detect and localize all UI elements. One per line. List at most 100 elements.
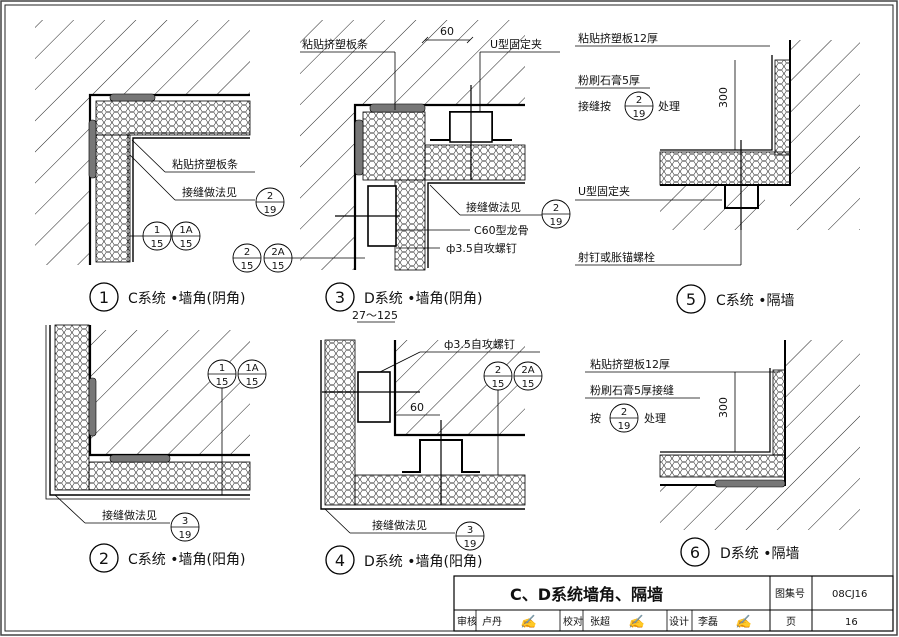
svg-text:2A: 2A <box>521 365 534 376</box>
label-joint-b: 处理 <box>644 412 666 425</box>
label-u-clip: U型固定夹 <box>578 184 630 198</box>
svg-text:19: 19 <box>550 217 563 228</box>
insulation-strip <box>109 454 171 463</box>
insulation-board <box>95 134 131 263</box>
leader-line <box>379 351 421 373</box>
sheet-inner-border <box>4 4 894 632</box>
svg-text:C系统 •墙角(阴角): C系统 •墙角(阴角) <box>128 291 245 307</box>
caption-2: 2 C系统 •墙角(阳角) <box>89 543 245 573</box>
svg-text:15: 15 <box>272 261 285 272</box>
wall-face <box>393 340 525 437</box>
checker-name: 张超 <box>590 615 610 628</box>
label-joint-method: 接缝做法见 <box>372 518 427 532</box>
plaster-layer <box>320 340 525 510</box>
svg-text:2: 2 <box>99 549 109 568</box>
svg-text:2: 2 <box>244 247 250 258</box>
ref-circle-1-15: 115 <box>207 359 237 389</box>
insulation-board <box>659 454 786 478</box>
insulation-strip <box>354 119 364 176</box>
dimension-27-125: 27～125 <box>352 309 398 322</box>
page-number: 16 <box>845 617 858 628</box>
svg-text:2: 2 <box>267 191 273 202</box>
insulation-strip <box>369 103 426 113</box>
label-u-clip: U型固定夹 <box>490 37 542 51</box>
review-label: 审核 <box>457 615 477 628</box>
label-plaster-5: 粉刷石膏5厚 <box>578 73 640 87</box>
wall-hatch <box>35 20 250 95</box>
insulation-board <box>424 144 526 181</box>
plaster-layer <box>49 325 250 496</box>
label-c60-keel: C60型龙骨 <box>474 223 529 237</box>
caption-4: 4 D系统 •墙角(阳角) <box>325 545 482 575</box>
wall-hatch <box>90 330 250 455</box>
label-joint-method: 接缝做法见 <box>102 508 157 522</box>
detail-5: 300 粘贴挤塑板12厚 粉刷石膏5厚 接缝按 219 处理 U型固定夹 射钉或… <box>575 31 860 266</box>
label-joint-a: 接缝按 <box>578 99 611 113</box>
wall-face <box>88 93 250 265</box>
insulation-strip <box>88 377 97 437</box>
caption-3: 3 D系统 •墙角(阴角) <box>325 282 482 312</box>
label-joint-method: 接缝做法见 <box>182 185 237 199</box>
svg-text:D系统 •墙角(阴角): D系统 •墙角(阴角) <box>364 291 482 307</box>
wall-hatch <box>785 340 860 530</box>
svg-text:5: 5 <box>686 290 696 309</box>
dimension-tick <box>466 36 474 44</box>
dimension-tick <box>421 36 429 44</box>
svg-text:1: 1 <box>154 225 160 236</box>
wall-face <box>88 325 250 457</box>
check-label: 校对 <box>563 615 583 628</box>
ref-circle-2-19: 219 <box>255 187 285 217</box>
label-joint-method: 接缝做法见 <box>466 200 521 214</box>
dimension-300: 300 <box>717 87 730 108</box>
detail-6: 300 粘贴挤塑板12厚 粉刷石膏5厚接缝 按 219 处理 <box>585 340 860 530</box>
label-joint-a: 按 <box>590 411 601 425</box>
insulation-board <box>772 369 786 456</box>
svg-text:1A: 1A <box>179 225 192 236</box>
insulation-board <box>659 151 791 186</box>
svg-text:19: 19 <box>464 539 477 550</box>
designer-signature: ✍ <box>735 614 754 630</box>
svg-text:15: 15 <box>246 377 259 388</box>
svg-text:15: 15 <box>151 239 164 250</box>
label-insulation-12: 粘贴挤塑板12厚 <box>578 31 658 45</box>
svg-text:2: 2 <box>636 95 642 106</box>
label-screw: ф3.5自攻螺钉 <box>444 337 515 351</box>
mesh-line <box>127 132 250 262</box>
wall-hatch <box>660 485 785 530</box>
ref-circle-2-19: 219 <box>541 199 571 229</box>
checker-signature: ✍ <box>628 614 647 630</box>
svg-text:15: 15 <box>241 261 254 272</box>
design-label: 设计 <box>669 615 689 628</box>
insulation-board <box>88 461 251 491</box>
label-insulation-12: 粘贴挤塑板12厚 <box>590 357 670 371</box>
leader-line <box>131 139 166 173</box>
wall-hatch <box>300 105 355 270</box>
svg-text:19: 19 <box>179 530 192 541</box>
label-anchor: 射钉或胀锚螺栓 <box>578 250 655 264</box>
reviewer-signature: ✍ <box>520 614 539 630</box>
svg-text:19: 19 <box>633 109 646 120</box>
designer-name: 李磊 <box>698 615 718 628</box>
insulation-board <box>95 100 251 136</box>
atlas-number: 08CJ16 <box>832 589 867 600</box>
caption-5: 5 C系统 •隔墙 <box>676 284 794 314</box>
ref-circle-2-15: 215 <box>232 243 262 273</box>
svg-text:C系统 •墙角(阳角): C系统 •墙角(阳角) <box>128 552 245 568</box>
mesh-line <box>45 325 250 500</box>
insulation-board <box>354 474 526 506</box>
svg-text:2A: 2A <box>271 247 284 258</box>
insulation-board <box>324 339 356 506</box>
ref-circle-2-19: 219 <box>624 91 654 121</box>
svg-text:19: 19 <box>618 421 631 432</box>
svg-text:2: 2 <box>621 407 627 418</box>
leader-line <box>54 494 86 524</box>
insulation-strip <box>109 93 156 102</box>
svg-text:3: 3 <box>335 288 345 307</box>
